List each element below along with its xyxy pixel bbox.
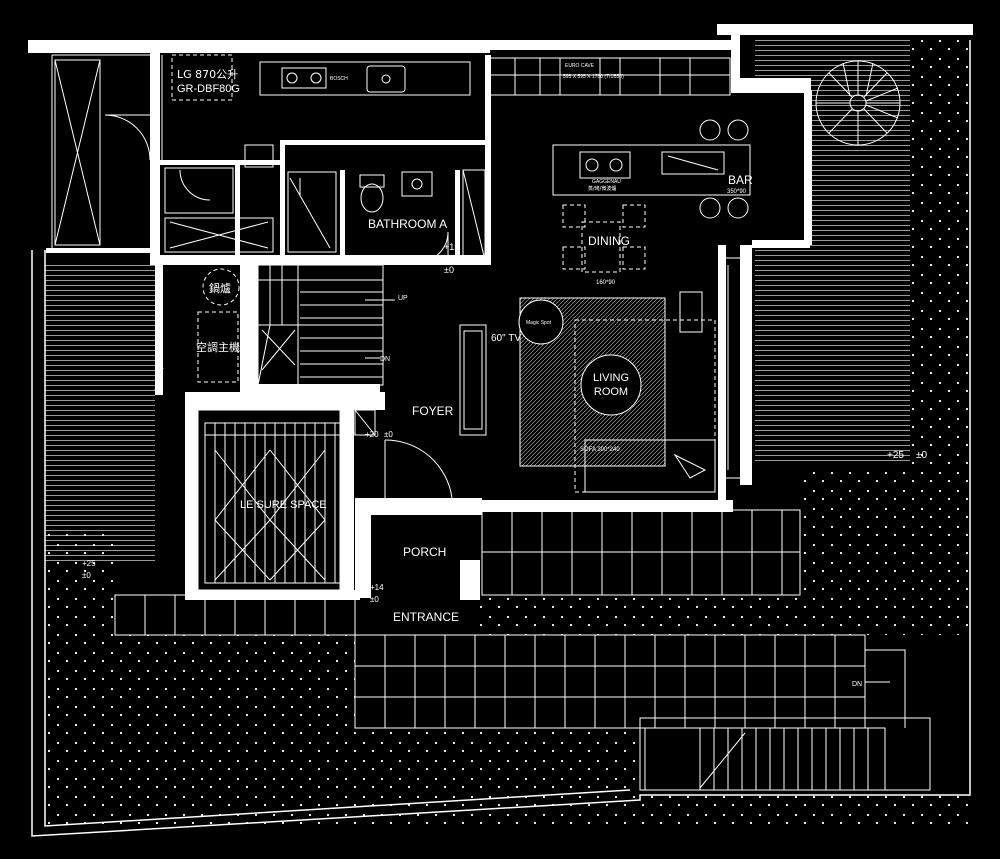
bar-label: BAR xyxy=(728,173,753,187)
level-porch-step: +14 xyxy=(370,583,384,592)
leisure-label: LEISURE SPACE xyxy=(240,499,327,511)
level-leisure-zero: ±0 xyxy=(384,430,393,439)
level-bath-floor: +12 xyxy=(444,242,459,252)
level-east-terrace-zero: ±0 xyxy=(916,450,927,461)
living-label-line2: ROOM xyxy=(594,386,628,398)
level-west-terrace-zero: ±0 xyxy=(82,571,91,580)
appliance-top-label: EURO CAVE xyxy=(565,63,595,69)
bathroom-label: BATHROOM A xyxy=(368,217,447,231)
outdoor-stair-dn-label: DN xyxy=(852,681,862,688)
walls xyxy=(28,24,973,600)
table-size-label: 160*90 xyxy=(596,280,616,286)
level-leisure-step: +20 xyxy=(365,430,379,439)
gaggenau-label: GAGGENAU xyxy=(592,179,621,185)
boiler-label: 鍋爐 xyxy=(209,281,231,295)
level-east-terrace-up: +25 xyxy=(887,450,904,461)
tv-label: 60" TV xyxy=(491,333,521,344)
level-leisure-floor: +40 xyxy=(341,430,355,439)
stair-dn-label: DN xyxy=(380,356,390,363)
living-room-furniture xyxy=(384,257,749,499)
living-label-line1: LIVING xyxy=(593,372,629,384)
site-boundary xyxy=(31,40,971,837)
fridge-label-line2: GR-DBF80G xyxy=(177,83,240,95)
magic-spot-label: Magic Spot xyxy=(526,320,552,326)
wooden-deck-west xyxy=(45,262,155,562)
fridge-label-line1: LG 870公升 xyxy=(177,68,238,81)
dining-table xyxy=(562,204,646,273)
stair-up-label: UP xyxy=(398,295,408,302)
entrance-label: ENTRANCE xyxy=(393,610,459,624)
sofa-label: SOFA 300*240 xyxy=(580,447,620,453)
bar-counter xyxy=(552,119,751,219)
labels: LG 870公升 GR-DBF80G BOSCH EURO CAVE 595 X… xyxy=(82,63,927,688)
outdoor-stairs xyxy=(639,649,931,791)
garden-gravel xyxy=(45,40,970,826)
porch-label: PORCH xyxy=(403,545,446,559)
spiral-staircase xyxy=(815,60,901,146)
bar-size-label: 350*90 xyxy=(727,189,747,195)
bar-appliance-label: 蒸/烤/微波爐 xyxy=(588,185,616,192)
appliance-spec-label: 595 X 595 X 1780 (TI1B50) xyxy=(563,74,624,80)
level-entry-zero: ±0 xyxy=(370,595,379,604)
utility-room xyxy=(154,167,274,391)
leisure-space-frame xyxy=(197,409,346,591)
level-bath-door: ±0 xyxy=(444,265,454,275)
stove-brand-label: BOSCH xyxy=(330,76,348,82)
bathroom xyxy=(287,169,486,263)
level-west-terrace-up: +25 xyxy=(82,559,96,568)
interior-stairs xyxy=(257,264,395,436)
dining-label: DINING xyxy=(588,234,630,248)
kitchen-counter xyxy=(51,54,731,250)
ac-unit-label: 空調主機 xyxy=(196,340,240,354)
foyer-label: FOYER xyxy=(412,404,454,418)
